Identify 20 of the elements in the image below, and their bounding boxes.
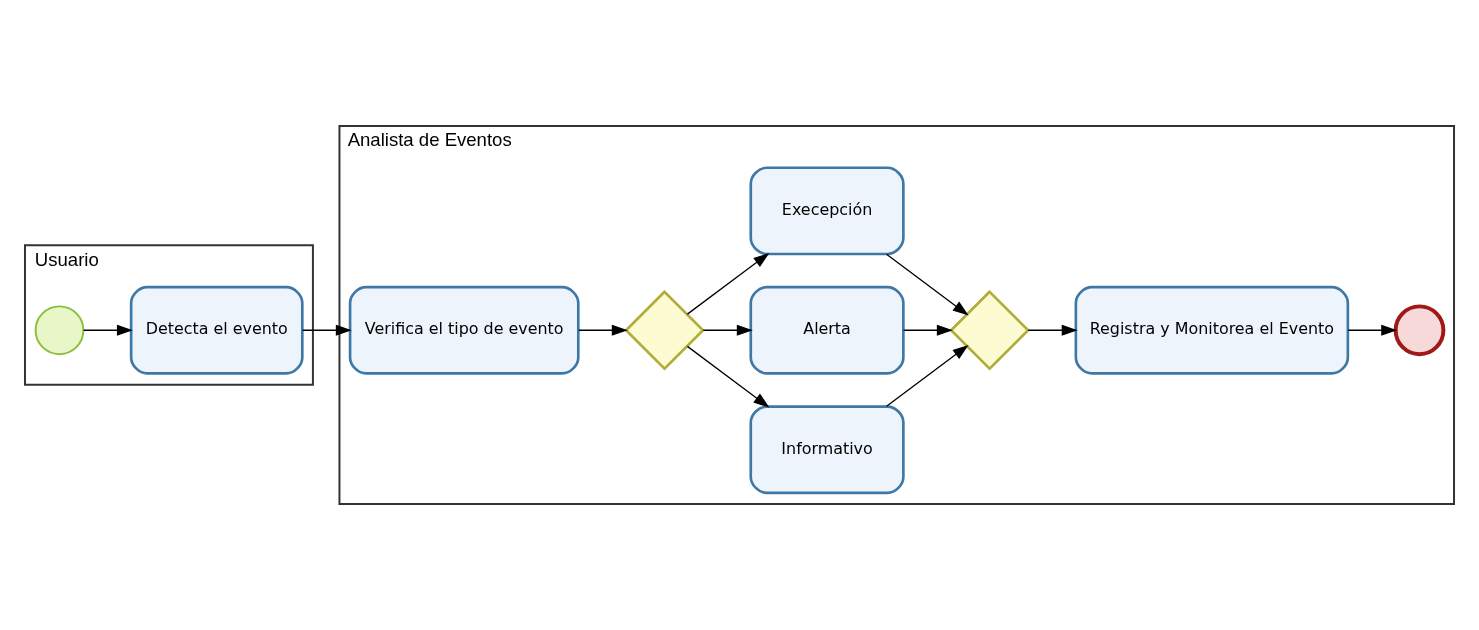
node-box: Alerta [749,285,905,375]
arrow [1347,324,1398,336]
node-circle [1393,304,1446,357]
arrow [82,324,133,336]
arrow [686,345,770,408]
arrow [702,324,753,336]
node-diamond [624,289,705,371]
node-box: Detecta el evento [129,285,304,375]
arrow [578,324,628,336]
arrow [686,252,770,315]
node-box: Execepción [749,166,905,256]
arrow [1027,324,1078,336]
node-box: Informativo [749,405,905,495]
arrow [885,253,969,316]
arrow [301,324,352,336]
arrow [885,344,969,407]
node-box: Registra y Monitorea el Evento [1074,285,1350,375]
node-box: Verifica el tipo de evento [348,285,580,375]
node-circle [34,305,85,356]
arrow [903,324,953,336]
